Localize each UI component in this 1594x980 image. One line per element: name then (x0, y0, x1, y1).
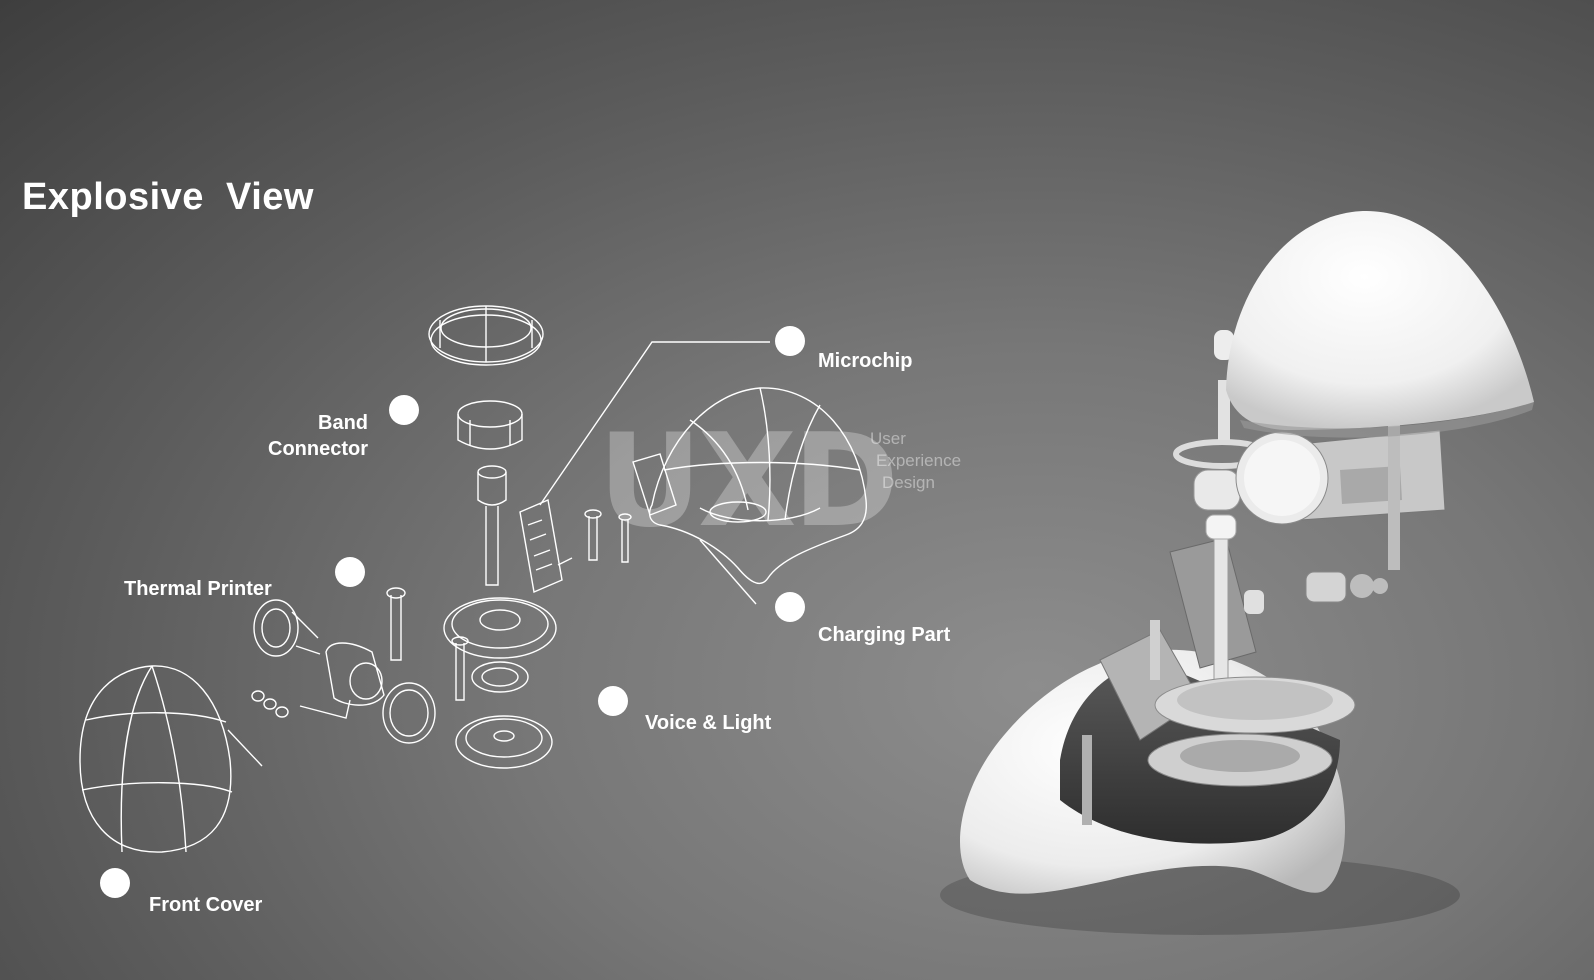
ring-part (428, 305, 544, 366)
thermal-printer-label: Thermal Printer (124, 578, 272, 600)
front-cover-part (79, 665, 263, 853)
product-rendering (940, 211, 1534, 935)
uxd-watermark: UXD (598, 407, 899, 556)
front-cover-label: Front Cover (149, 894, 263, 916)
front-cover-marker (100, 868, 130, 898)
pin-part (477, 465, 507, 586)
uxd-watermark-subtitle: User Experience Design (870, 428, 961, 494)
voice-light-label: Voice & Light (645, 712, 772, 734)
microchip-label: Microchip (818, 350, 913, 372)
band-connector-part (457, 400, 523, 450)
watermark-line-1: User (870, 429, 906, 448)
pcb-part (519, 499, 573, 593)
charging-leader-line (699, 539, 757, 605)
charging-shell-part (632, 387, 867, 584)
microchip-leader-line (539, 341, 770, 506)
page-title: Explosive View (22, 176, 314, 218)
screw-parts (584, 509, 632, 563)
voice-light-discs (443, 597, 557, 769)
thermal-printer-parts (251, 587, 436, 744)
band-connector-label-line-2: Connector (268, 438, 368, 460)
band-connector-marker (389, 395, 419, 425)
charging-part-marker (775, 592, 805, 622)
watermark-line-2: Experience (876, 451, 962, 470)
voice-light-marker (598, 686, 628, 716)
band-connector-label: Band Connector (244, 410, 368, 462)
watermark-line-3: Design (882, 473, 935, 492)
band-connector-label-line-1: Band (318, 412, 368, 434)
wireframe-parts (79, 305, 867, 853)
thermal-printer-marker (335, 557, 365, 587)
microchip-marker (775, 326, 805, 356)
charging-part-label: Charging Part (818, 624, 951, 646)
